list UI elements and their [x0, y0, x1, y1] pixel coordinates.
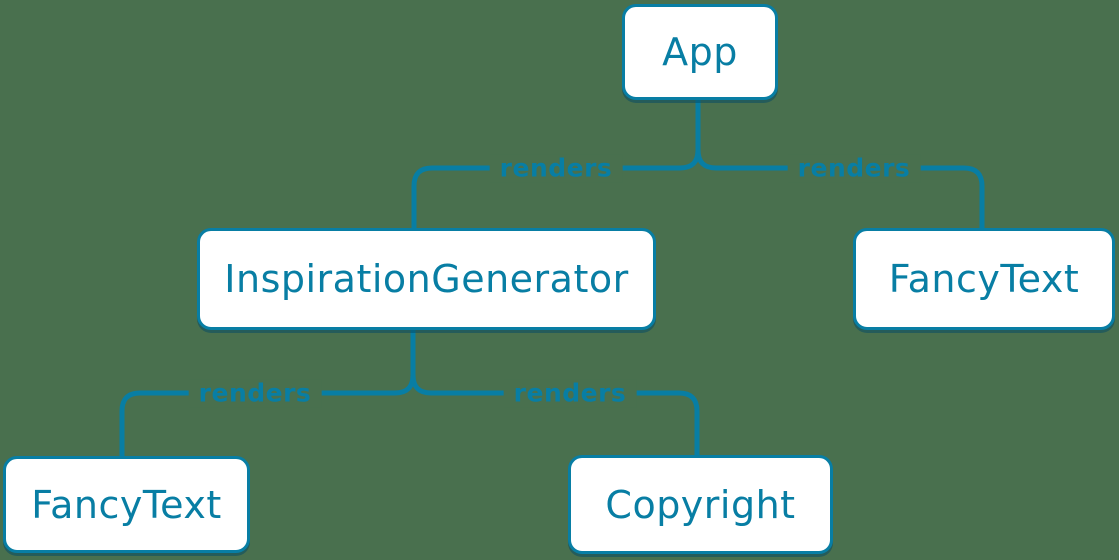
node-inspiration-generator-label: InspirationGenerator: [224, 257, 629, 301]
node-inspiration-generator: InspirationGenerator: [197, 228, 656, 330]
node-fancy-text-top-label: FancyText: [888, 257, 1080, 301]
node-app: App: [622, 4, 778, 100]
edge-label-renders-ig-left: renders: [188, 379, 322, 407]
node-fancy-text-top: FancyText: [853, 228, 1115, 330]
edge-label-renders-app-right: renders: [787, 154, 921, 182]
node-copyright-label: Copyright: [605, 482, 796, 527]
node-copyright: Copyright: [568, 455, 833, 554]
edge-label-renders-ig-right: renders: [503, 379, 637, 407]
node-fancy-text-bottom: FancyText: [3, 456, 250, 553]
node-app-label: App: [662, 30, 738, 74]
node-fancy-text-bottom-label: FancyText: [31, 482, 222, 527]
edge-label-renders-app-left: renders: [489, 154, 623, 182]
